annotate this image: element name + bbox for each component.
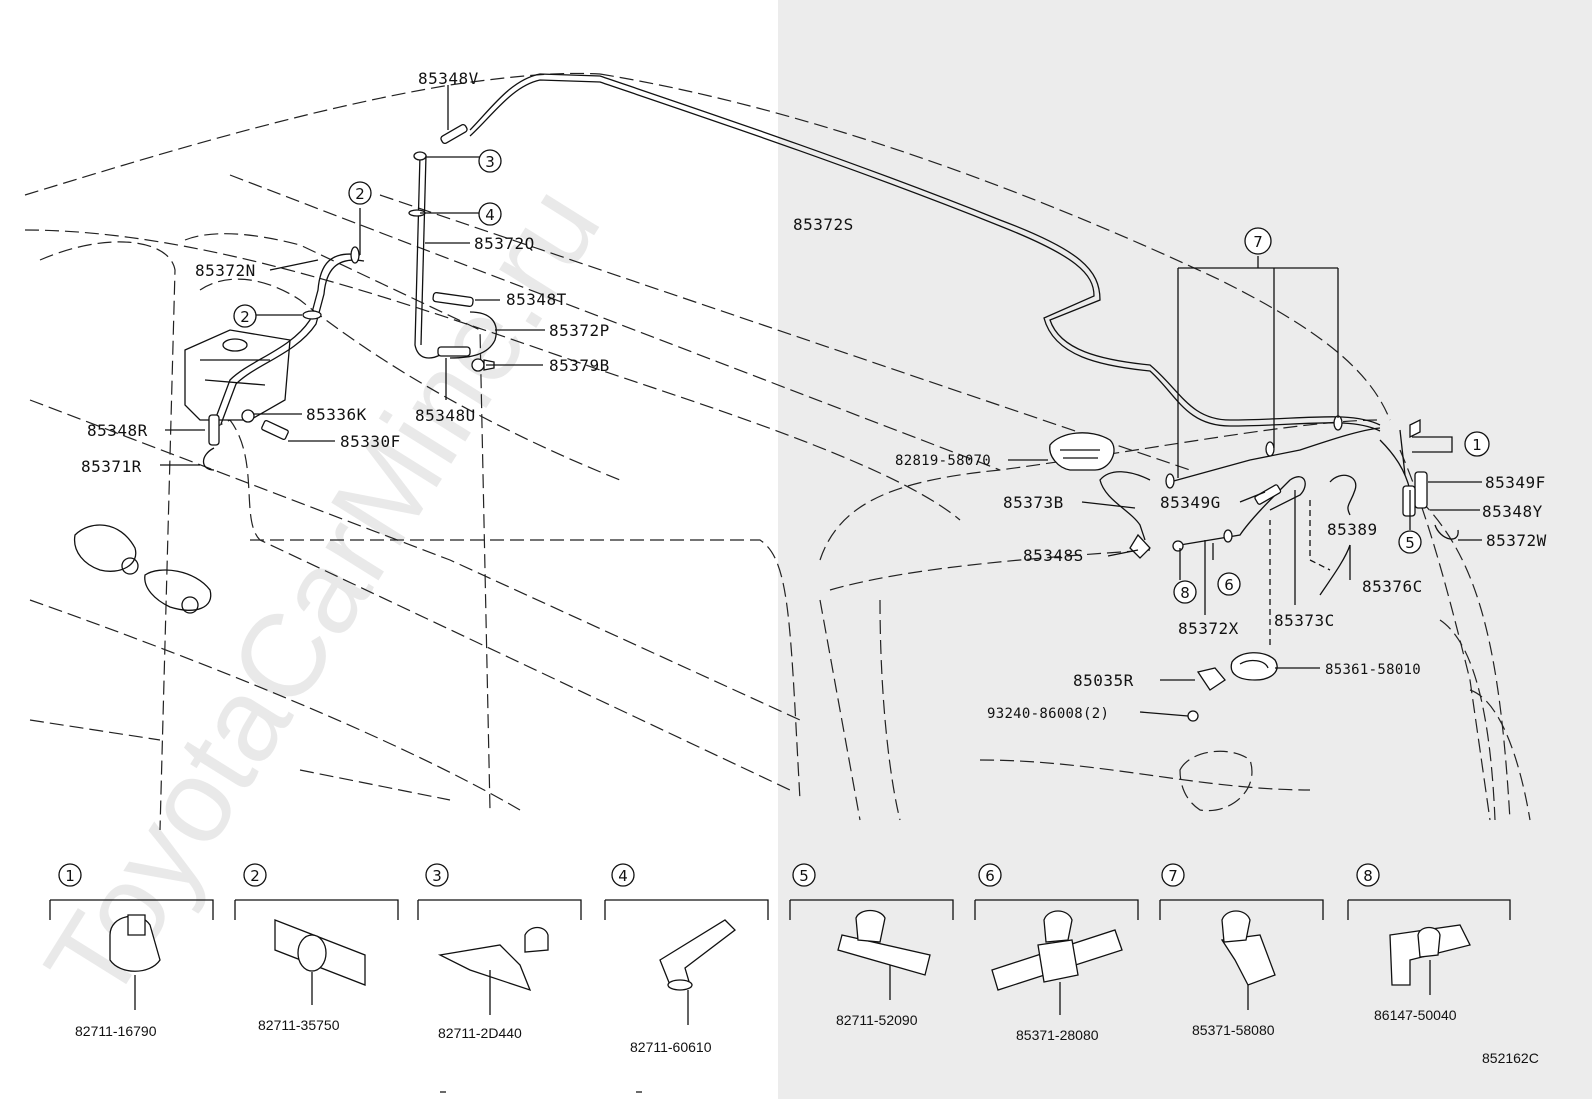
clip-2-part: 82711-35750 (258, 1017, 340, 1033)
label-85348V: 85348V (418, 69, 479, 88)
circle-ref-2-left: 2 (233, 304, 257, 328)
clip-6-part: 85371-28080 (1016, 1027, 1099, 1043)
label-85372N: 85372N (195, 261, 256, 280)
label-85336K: 85336K (306, 405, 367, 424)
label-85371R: 85371R (81, 457, 142, 476)
washer-tank (184, 329, 291, 421)
label-85379B: 85379B (549, 356, 610, 375)
circle-ref-7: 7 (1244, 227, 1272, 255)
clip-5-part: 82711-52090 (836, 1012, 918, 1028)
svg-text:6: 6 (1224, 576, 1234, 594)
clip-1: 1 82711-16790 (49, 863, 214, 1039)
clip-3: 3 82711-2D440 (417, 863, 582, 1041)
circle-ref-4: 4 (478, 202, 502, 226)
svg-text:2: 2 (250, 867, 260, 885)
clip-7: 7 85371-58080 (1159, 863, 1324, 1038)
label-85349G: 85349G (1160, 493, 1221, 512)
label-85348U: 85348U (415, 406, 476, 425)
svg-text:8: 8 (1363, 867, 1373, 885)
clip-4: 4 82711-60610 (604, 863, 769, 1055)
circle-ref-6: 6 (1217, 572, 1241, 596)
label-85372P: 85372P (549, 321, 610, 340)
label-85348T: 85348T (506, 290, 567, 309)
svg-text:5: 5 (1405, 534, 1415, 552)
svg-text:7: 7 (1253, 233, 1263, 251)
circle-ref-3: 3 (478, 149, 502, 173)
svg-text:4: 4 (618, 867, 628, 885)
label-85035R: 85035R (1073, 671, 1134, 690)
hose-fittings (202, 123, 1459, 722)
bracket-1 (1412, 436, 1453, 453)
label-85373B: 85373B (1003, 493, 1064, 512)
svg-text:7: 7 (1168, 867, 1178, 885)
hose-routing (214, 73, 1411, 546)
svg-text:5: 5 (799, 867, 809, 885)
clip-4-part: 82711-60610 (630, 1039, 712, 1055)
svg-text:3: 3 (432, 867, 442, 885)
svg-text:1: 1 (65, 867, 75, 885)
right-panel-background (778, 0, 1592, 1099)
label-85372Q: 85372Q (474, 234, 535, 253)
leader-lines (160, 85, 1482, 717)
label-85330F: 85330F (340, 432, 401, 451)
clip-8-part: 86147-50040 (1374, 1007, 1457, 1023)
label-85373C: 85373C (1274, 611, 1335, 630)
circle-ref-1: 1 (1464, 431, 1490, 457)
clip-3-part: 82711-2D440 (438, 1025, 522, 1041)
label-85361-58010: 85361-58010 (1325, 662, 1421, 678)
clip-8: 8 86147-50040 (1347, 863, 1511, 1023)
figure-reference: 852162C (1482, 1050, 1539, 1066)
bracket-7 (1177, 256, 1339, 478)
svg-text:6: 6 (985, 867, 995, 885)
vehicle-outline (24, 72, 1531, 831)
diagram-circled-refs: 3 4 2 2 7 1 5 8 6 (233, 149, 1490, 604)
clip-5: 5 82711-52090 (789, 863, 954, 1028)
svg-text:8: 8 (1180, 584, 1190, 602)
label-85348R: 85348R (87, 421, 148, 440)
label-85389: 85389 (1327, 520, 1378, 539)
label-85348Y: 85348Y (1482, 502, 1543, 521)
label-85372X: 85372X (1178, 619, 1239, 638)
svg-text:2: 2 (240, 308, 250, 326)
label-85349F: 85349F (1485, 473, 1546, 492)
label-93240-86008: 93240-86008(2) (987, 706, 1109, 722)
circle-ref-8: 8 (1173, 580, 1197, 604)
svg-text:2: 2 (355, 185, 365, 203)
label-85372W: 85372W (1486, 531, 1547, 550)
svg-text:1: 1 (1472, 436, 1482, 454)
circle-ref-2-top: 2 (348, 181, 372, 205)
door-handles (73, 524, 212, 614)
clip-2: 2 82711-35750 (234, 863, 399, 1033)
label-85372S: 85372S (793, 215, 854, 234)
callout-labels: 85348V 85372S 85372N 85372Q 85348T 85372… (81, 69, 1547, 722)
clip-legend: 1 82711-16790 2 82711-35750 3 82711-2D44… (49, 863, 1511, 1055)
label-85348S: 85348S (1023, 546, 1084, 565)
circle-ref-5: 5 (1398, 530, 1422, 554)
clip-1-part: 82711-16790 (75, 1023, 157, 1039)
svg-text:4: 4 (485, 206, 495, 224)
clip-6: 6 85371-28080 (974, 863, 1139, 1043)
label-85376C: 85376C (1362, 577, 1423, 596)
label-82819-58070: 82819-58070 (895, 453, 991, 469)
svg-text:3: 3 (485, 153, 495, 171)
clip-7-part: 85371-58080 (1192, 1022, 1275, 1038)
